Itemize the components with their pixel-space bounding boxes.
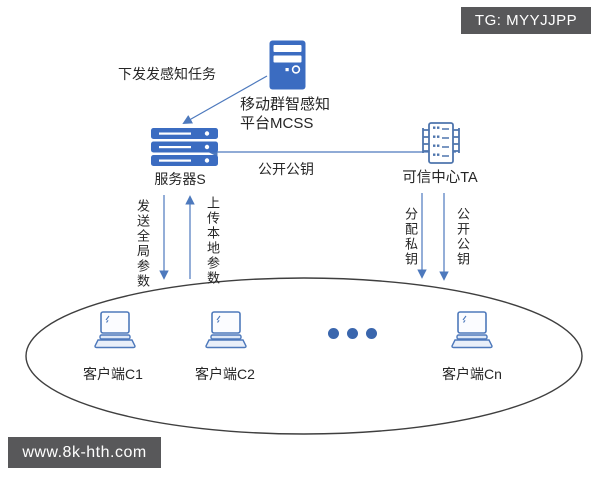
server-rack-icon: [151, 128, 218, 166]
trusted-center-label: 可信中心TA: [402, 170, 478, 186]
edge-label-assign-private-key: 分配私钥: [403, 207, 418, 267]
arrow-dispatch-task: [182, 75, 268, 124]
laptop-icon: [451, 311, 493, 349]
desktop-tower-icon: [269, 40, 306, 90]
server-label: 服务器S: [154, 171, 206, 187]
edge-label-publish-public-key-v: 公开公钥: [455, 207, 470, 267]
mainframe-icon: [422, 122, 460, 164]
client-label-2: 客户端C2: [195, 366, 255, 382]
laptop-icon: [205, 311, 247, 349]
ellipsis-icon: [328, 328, 377, 339]
edge-label-publish-public-key: 公开公钥: [258, 161, 314, 177]
client-group-ellipse: [25, 277, 583, 435]
platform-label-line1: 移动群智感知: [240, 96, 331, 113]
watermark-top-right: TG: MYYJJPP: [461, 7, 591, 34]
client-label-1: 客户端C1: [83, 366, 143, 382]
edge-label-send-global-params: 发送全局参数: [135, 199, 150, 289]
platform-label-line2: 平台MCSS: [240, 115, 314, 132]
edge-label-dispatch-task: 下发发感知任务: [118, 66, 216, 82]
watermark-bottom-left: www.8k-hth.com: [8, 437, 161, 468]
laptop-icon: [94, 311, 136, 349]
client-label-n: 客户端Cn: [442, 366, 502, 382]
platform-label: 移动群智感知 平台MCSS: [240, 95, 330, 133]
edge-label-upload-local-params: 上传本地参数: [205, 196, 220, 286]
